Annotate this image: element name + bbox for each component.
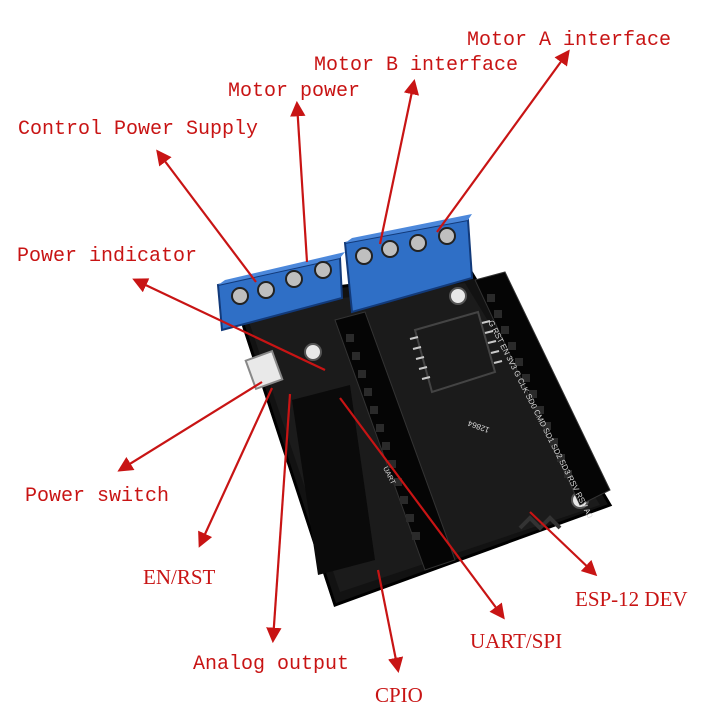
- pin-header-bases: [292, 385, 375, 575]
- arrow-gpio: [376, 569, 404, 674]
- power-switch-body: [244, 349, 284, 391]
- arrow-control-power: [156, 149, 257, 283]
- label-motor-power: Motor power: [228, 80, 361, 103]
- header-holes-left: [346, 334, 420, 540]
- terminal-block-motors: [343, 214, 474, 314]
- arrow-motor-power: [290, 100, 309, 263]
- arrow-analog-output: [266, 393, 292, 644]
- label-power-indicator: Power indicator: [17, 245, 198, 268]
- motor-driver-chip: [409, 310, 503, 394]
- label-control-power: Control Power Supply: [18, 118, 259, 141]
- mounting-hole: [304, 343, 322, 361]
- label-gpio: CPIO: [375, 683, 423, 707]
- label-motor-a: Motor A interface: [467, 29, 672, 52]
- arrow-esp12: [529, 511, 598, 577]
- mounting-hole: [449, 287, 467, 305]
- arrow-power-indicator: [132, 278, 326, 371]
- arrow-power-switch: [117, 381, 263, 472]
- label-uart-spi: UART/SPI: [470, 629, 563, 653]
- annotation-arrows: [117, 49, 598, 674]
- label-motor-b: Motor B interface: [314, 54, 519, 77]
- header-holes-right: [487, 294, 572, 478]
- arrow-motor-b: [378, 78, 420, 245]
- antenna-trace: [518, 515, 562, 531]
- label-esp12: ESP-12 DEV: [575, 587, 688, 611]
- arrow-en-rst: [198, 387, 273, 548]
- label-en-rst: EN/RST: [143, 565, 216, 589]
- arrow-motor-a: [436, 49, 570, 233]
- arrow-uart-spi: [339, 397, 505, 620]
- terminal-block-power: [216, 252, 345, 332]
- label-power-switch: Power switch: [25, 485, 170, 508]
- label-analog-output: Analog output: [193, 653, 350, 676]
